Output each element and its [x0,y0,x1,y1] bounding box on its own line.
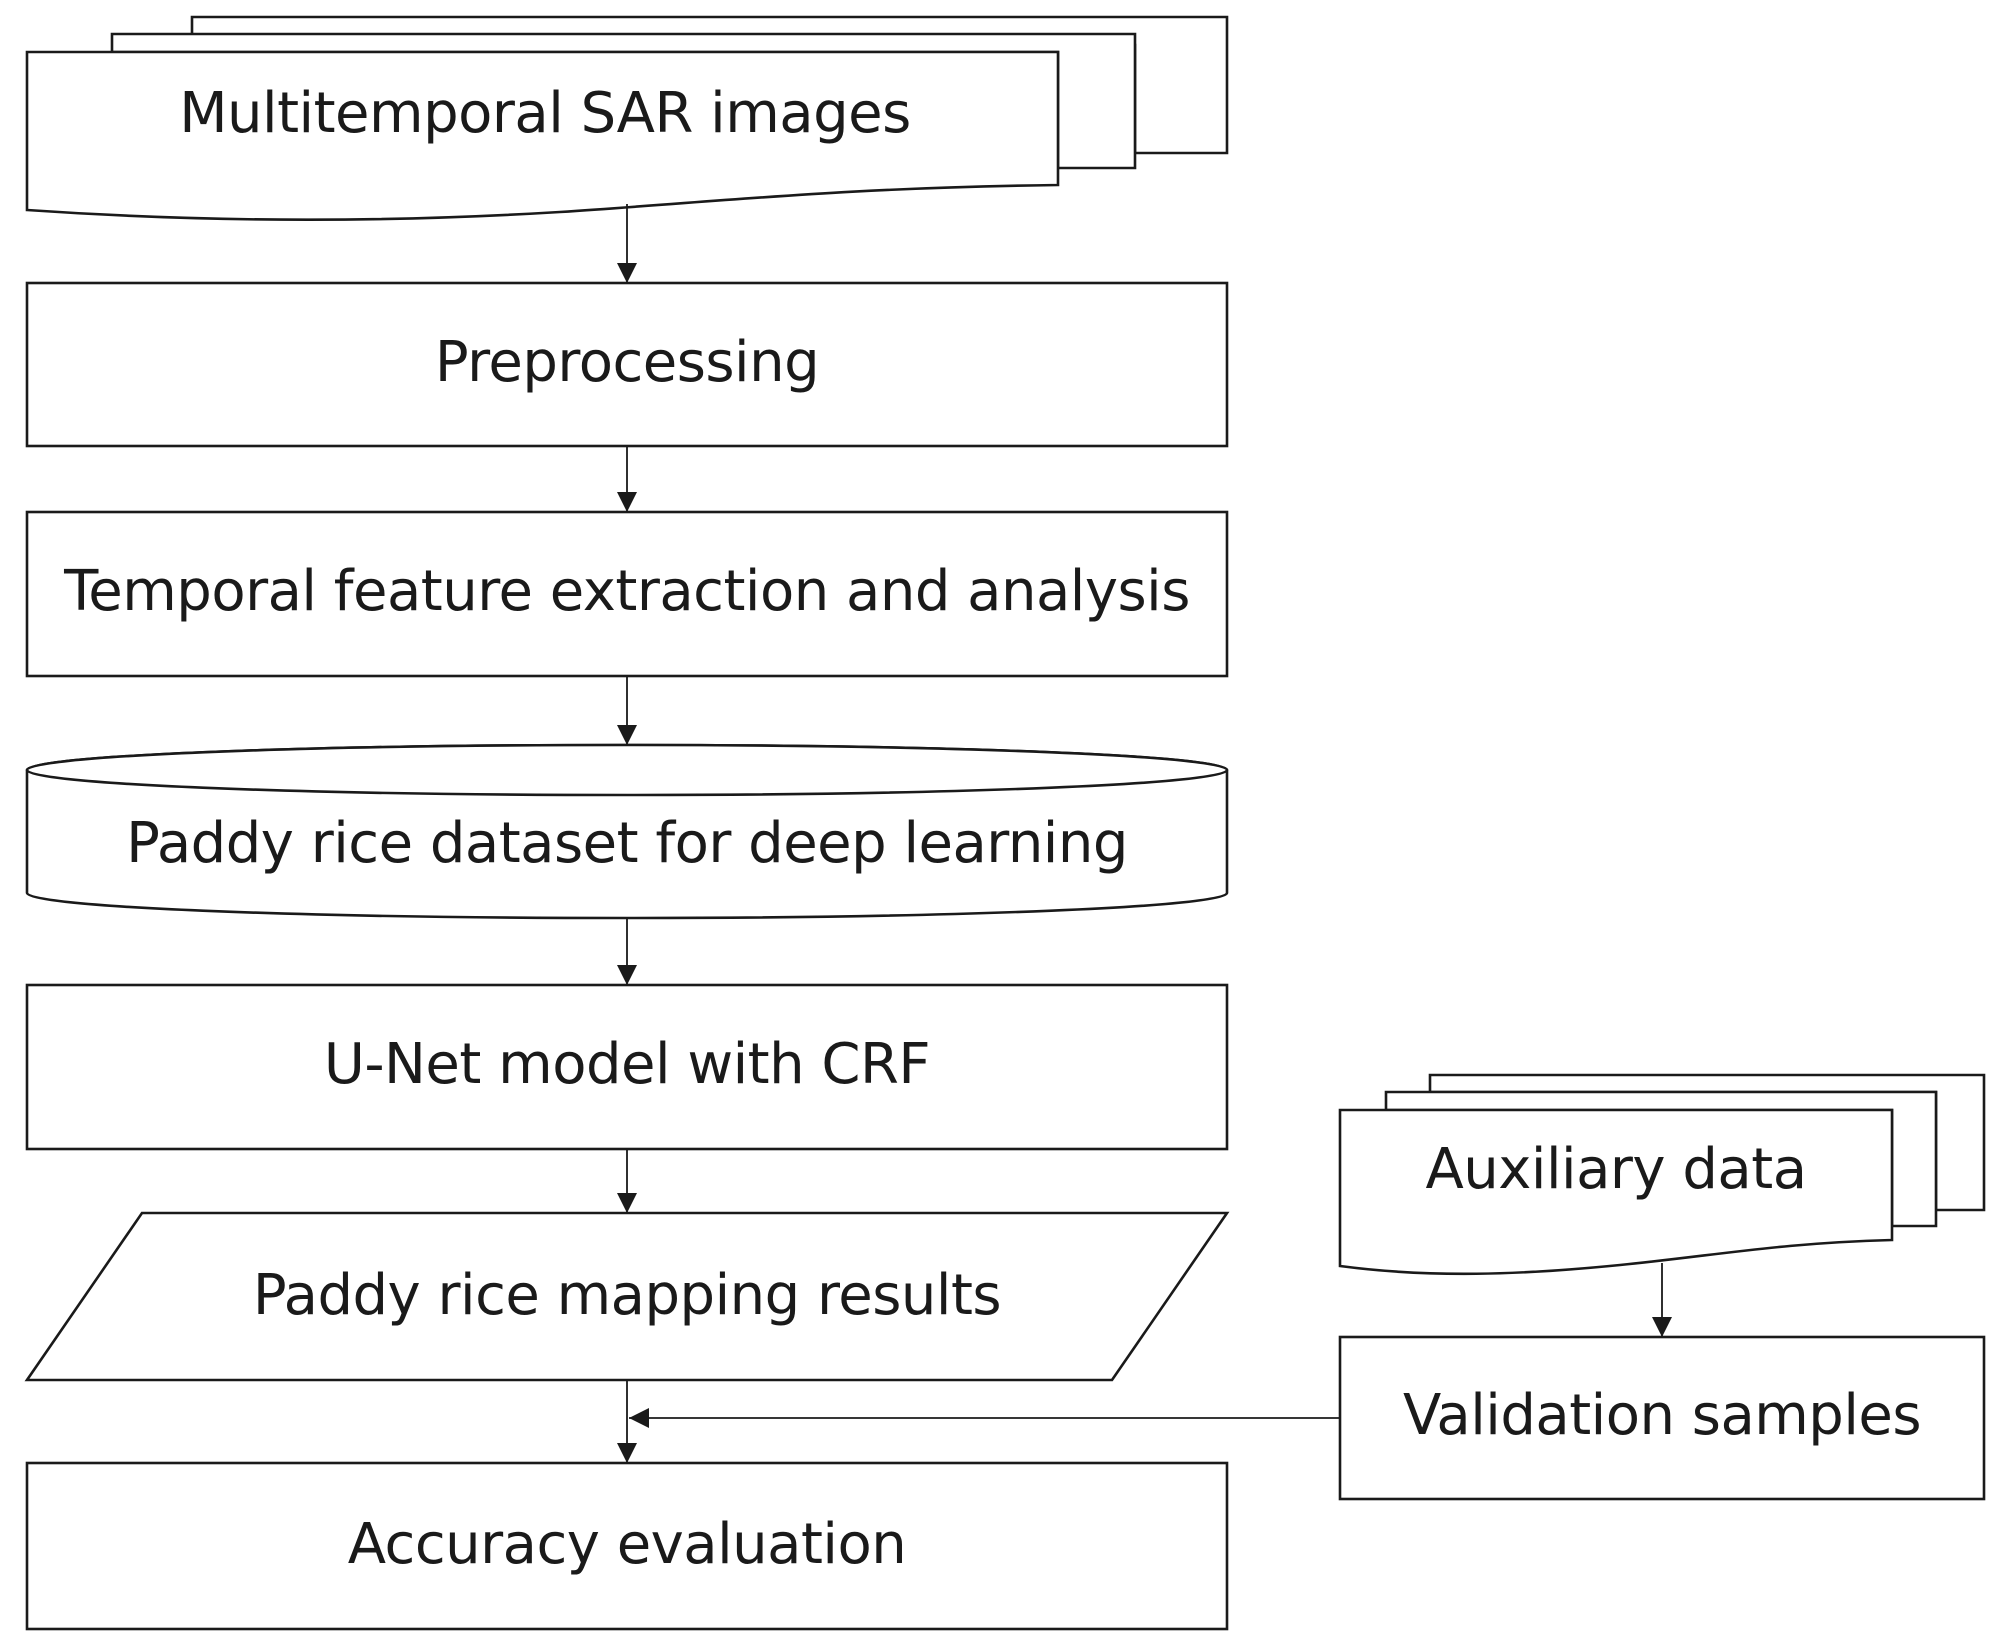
auxiliary-data-label: Auxiliary data [1425,1137,1806,1202]
paddy-dataset-label: Paddy rice dataset for deep learning [126,811,1128,876]
unet-model-node: U-Net model with CRF [25,983,1229,1151]
preprocessing-label: Preprocessing [435,330,819,395]
unet-model-label: U-Net model with CRF [324,1032,930,1097]
multitemporal-sar-node: Multitemporal SAR images [25,15,1229,221]
paddy-dataset-node: Paddy rice dataset for deep learning [25,743,1229,920]
preprocessing-node: Preprocessing [25,281,1229,448]
multitemporal-sar-label: Multitemporal SAR images [179,81,911,146]
document-front [25,50,1060,221]
mapping-results-node: Paddy rice mapping results [24,1211,1230,1382]
temporal-feature-box [25,510,1229,678]
aux-document-front [1338,1108,1894,1276]
accuracy-evaluation-box [25,1461,1229,1631]
mapping-results-label: Paddy rice mapping results [253,1263,1001,1328]
temporal-feature-label: Temporal feature extraction and analysis [63,559,1190,624]
accuracy-evaluation-label: Accuracy evaluation [348,1512,907,1577]
accuracy-evaluation-node: Accuracy evaluation [25,1461,1229,1631]
temporal-feature-node: Temporal feature extraction and analysis [25,510,1229,678]
validation-samples-node: Validation samples [1338,1335,1986,1501]
validation-samples-label: Validation samples [1403,1383,1921,1448]
mapping-results-parallelogram [24,1211,1230,1382]
database-cylinder-top [25,743,1229,797]
auxiliary-data-node: Auxiliary data [1338,1073,1986,1276]
